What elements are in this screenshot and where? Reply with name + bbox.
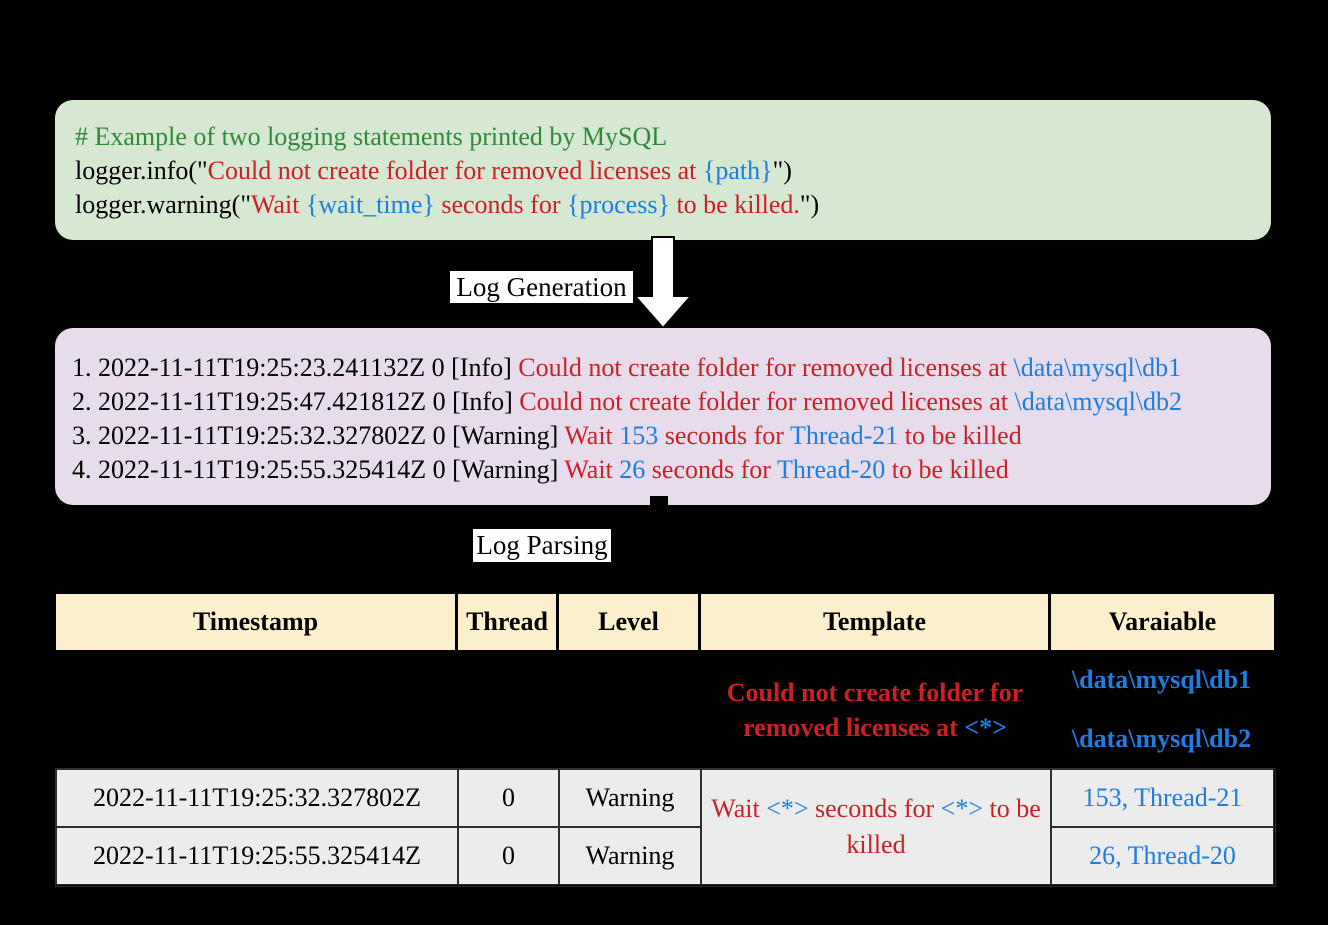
header-cell-thread: Thread xyxy=(458,594,559,650)
table-rows-parsed: 2022-11-11T19:25:32.327802Z 0 Warning Wa… xyxy=(55,768,1276,887)
text-segment: to be killed xyxy=(885,455,1009,484)
text-segment: 4. 2022-11-11T19:25:55.325414Z 0 [Warnin… xyxy=(72,455,565,484)
text-segment: to be killed xyxy=(898,421,1022,450)
text-segment: Wait xyxy=(250,190,306,219)
text-segment: \data\mysql\db2 xyxy=(1014,387,1183,416)
log-line: 3. 2022-11-11T19:25:32.327802Z 0 [Warnin… xyxy=(72,419,1271,453)
text-segment: seconds for xyxy=(808,794,941,823)
template-cell-warning: Wait <*> seconds for <*> to be killed xyxy=(701,769,1051,885)
empty-thread-cell xyxy=(457,651,558,768)
template-text: Could not create folder for removed lice… xyxy=(700,675,1050,745)
text-segment: \data\mysql\db1 xyxy=(1013,353,1182,382)
text-segment: <*> xyxy=(766,794,809,823)
generated-logs-box: 1. 2022-11-11T19:25:23.241132Z 0 [Info] … xyxy=(55,328,1271,505)
variable-cell-info: \data\mysql\db1 \data\mysql\db2 xyxy=(1050,651,1273,768)
text-segment: Wait xyxy=(564,421,620,450)
code-warning-line: logger.warning("Wait {wait_time} seconds… xyxy=(75,188,1271,222)
text-segment: logger.info(" xyxy=(75,156,208,185)
thread-cell: 0 xyxy=(458,827,559,885)
text-segment: {path} xyxy=(702,156,773,185)
text-segment: seconds for xyxy=(645,455,777,484)
table-header-row: Timestamp Thread Level Template Varaiabl… xyxy=(55,593,1276,651)
header-cell-level: Level xyxy=(559,594,701,650)
empty-level-cell xyxy=(558,651,700,768)
code-example-box: # Example of two logging statements prin… xyxy=(55,100,1271,240)
text-segment: 2. 2022-11-11T19:25:47.421812Z 0 [Info] xyxy=(72,387,520,416)
text-segment: {wait_time} xyxy=(305,190,435,219)
text-segment: Could not create folder for removed lice… xyxy=(518,353,1014,382)
header-cell-timestamp: Timestamp xyxy=(56,594,458,650)
text-segment: ") xyxy=(799,190,820,219)
timestamp-cell: 2022-11-11T19:25:32.327802Z xyxy=(56,769,458,827)
text-segment: 153 xyxy=(619,421,659,450)
level-cell: Warning xyxy=(559,769,701,827)
down-arrow-black-icon xyxy=(632,496,686,588)
template-cell-info: Could not create folder for removed lice… xyxy=(700,651,1050,768)
header-cell-template: Template xyxy=(701,594,1051,650)
text-segment: Could not create folder for removed lice… xyxy=(207,156,703,185)
text-segment: Could not create folder for removed lice… xyxy=(726,677,1024,742)
text-segment: <*> xyxy=(964,712,1007,742)
code-info-line: logger.info("Could not create folder for… xyxy=(75,154,1271,188)
text-segment: to be killed. xyxy=(669,190,800,219)
log-line: 1. 2022-11-11T19:25:23.241132Z 0 [Info] … xyxy=(72,351,1271,385)
text-segment: seconds for xyxy=(658,421,790,450)
text-segment: <*> xyxy=(940,794,983,823)
text-segment: Wait xyxy=(711,794,767,823)
header-cell-varaiable: Varaiable xyxy=(1051,594,1274,650)
log-line: 2. 2022-11-11T19:25:47.421812Z 0 [Info] … xyxy=(72,385,1271,419)
variable-cell: 26, Thread-20 xyxy=(1051,827,1274,885)
text-segment: Could not create folder for removed lice… xyxy=(519,387,1015,416)
text-segment: Wait xyxy=(564,455,620,484)
timestamp-cell: 2022-11-11T19:25:55.325414Z xyxy=(56,827,458,885)
variable-value: \data\mysql\db1 xyxy=(1071,665,1252,695)
log-generation-label: Log Generation xyxy=(450,271,633,303)
text-segment: seconds for xyxy=(434,190,567,219)
down-arrow-white-icon xyxy=(632,236,694,330)
variable-cell: 153, Thread-21 xyxy=(1051,769,1274,827)
table-row-unparsed: Could not create folder for removed lice… xyxy=(55,651,1276,768)
log-parsing-label: Log Parsing xyxy=(473,529,611,562)
code-comment-line: # Example of two logging statements prin… xyxy=(75,120,1271,154)
thread-cell: 0 xyxy=(458,769,559,827)
text-segment: logger.warning(" xyxy=(75,190,251,219)
text-segment: {process} xyxy=(567,190,670,219)
variable-value: \data\mysql\db2 xyxy=(1071,723,1252,753)
level-cell: Warning xyxy=(559,827,701,885)
text-segment: Thread-21 xyxy=(789,421,899,450)
template-text: Wait <*> seconds for <*> to be killed xyxy=(702,791,1050,863)
text-segment: # Example of two logging statements prin… xyxy=(75,122,668,151)
text-segment: 1. 2022-11-11T19:25:23.241132Z 0 [Info] xyxy=(72,353,519,382)
text-segment: ") xyxy=(772,156,792,185)
text-segment: 3. 2022-11-11T19:25:32.327802Z 0 [Warnin… xyxy=(72,421,565,450)
text-segment: Thread-20 xyxy=(776,455,886,484)
empty-timestamp-cell xyxy=(55,651,457,768)
log-line: 4. 2022-11-11T19:25:55.325414Z 0 [Warnin… xyxy=(72,453,1271,487)
text-segment: to be killed xyxy=(846,794,1041,859)
text-segment: 26 xyxy=(619,455,646,484)
